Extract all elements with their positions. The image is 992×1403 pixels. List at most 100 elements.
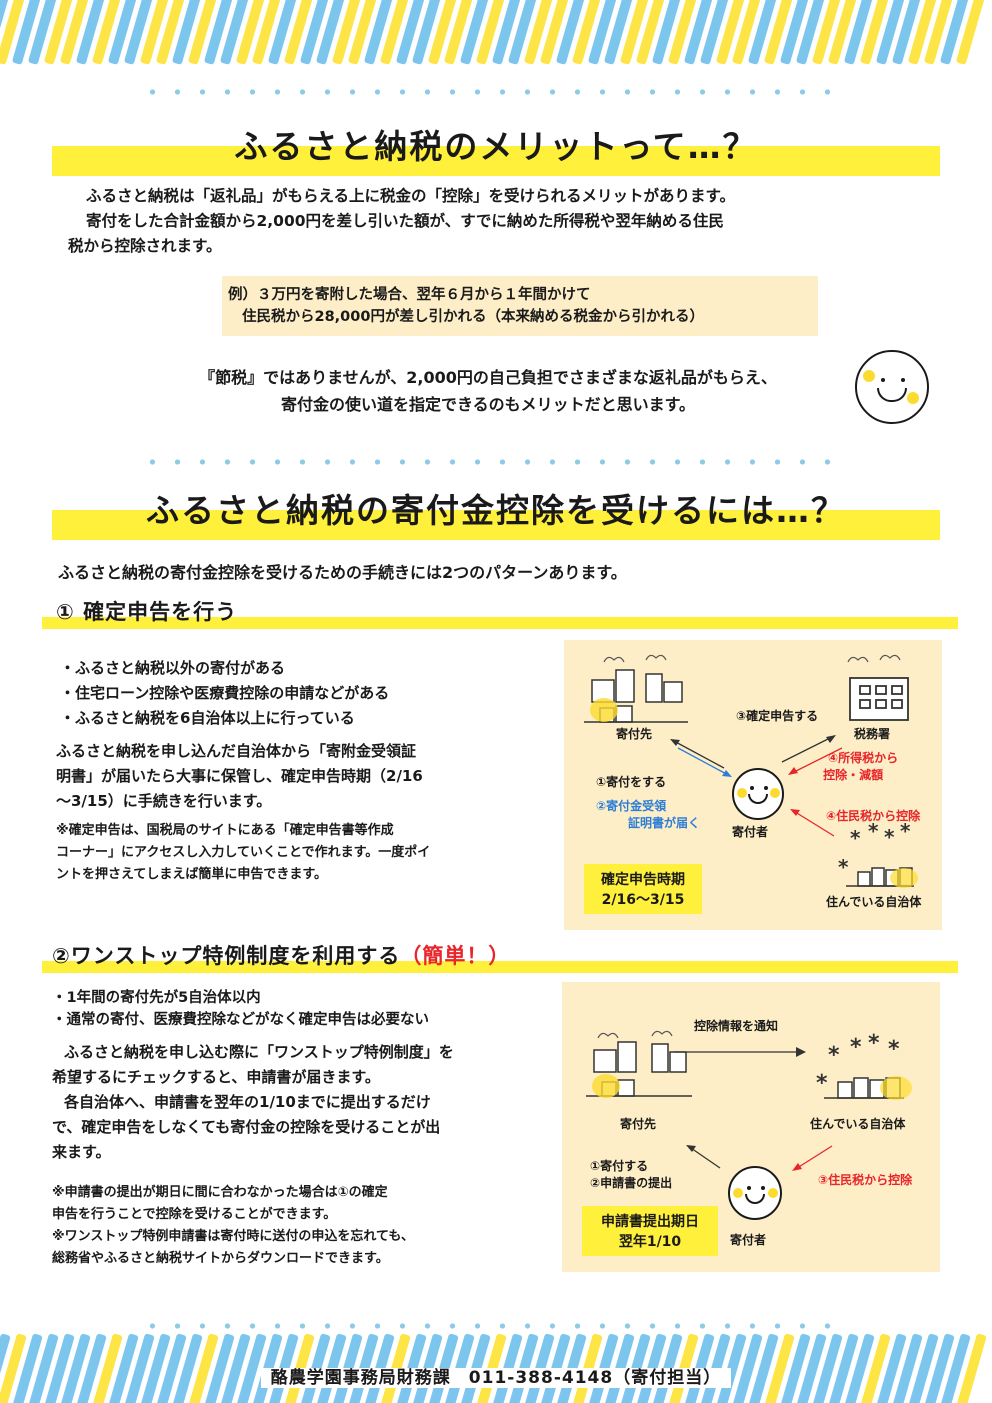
title-highlight [52, 146, 940, 176]
cloud-icon [603, 654, 901, 663]
svg-text:*: * [900, 819, 911, 843]
top-stripe-band [0, 0, 992, 68]
tax-office-label: 税務署 [854, 727, 891, 741]
step2-line: ②寄付金受領 [596, 799, 667, 813]
bullet-item: ・通常の寄付、医療費控除などがなく確定申告は必要ない [52, 1012, 429, 1028]
svg-text:*: * [838, 855, 849, 879]
body-line: 明書」が届いたら大事に保管し、確定申告時期（2/16 [56, 767, 423, 785]
note-line: コーナー」にアクセスし入力していくことで作れます。一度ポイ [56, 845, 431, 860]
pattern2-bullets: ・1年間の寄付先が5自治体以内 ・通常の寄付、医療費控除などがなく確定申告は必要… [52, 987, 429, 1031]
body-line: で、確定申告をしなくても寄付金の控除を受けることが出 [52, 1118, 441, 1136]
pattern2-heading: ②ワンストップ特例制度を利用する（簡単！） [52, 940, 510, 970]
pattern1-note: ※確定申告は、国税局のサイトにある「確定申告書等作成 コーナー」にアクセスし入力… [56, 820, 430, 886]
deadline-label: 申請書提出期日 [601, 1214, 699, 1230]
step2-line: 証明書が届く [628, 816, 701, 830]
body-line: ～3/15）に手続きを行います。 [56, 792, 272, 810]
steps-label: ①寄付する ②申請書の提出 [590, 1158, 672, 1192]
section1-note: 『節税』ではありませんが、2,000円の自己負担でさまざまな返礼品がもらえ、 寄… [128, 364, 848, 418]
step4-label: ④所得税から 控除・減額 [823, 750, 899, 784]
bullet-item: ・住宅ローン控除や医療費控除の申請などがある [60, 684, 390, 702]
smiley-face-icon [855, 350, 929, 424]
body-line: ふるさと納税を申し込む際に「ワンストップ特例制度」を [64, 1043, 454, 1061]
svg-text:*: * [850, 826, 861, 850]
note-line: ントを押さえてしまえば簡単に申告できます。 [56, 867, 328, 882]
svg-text:*: * [884, 825, 895, 849]
note-line: 『節税』ではありませんが、2,000円の自己負担でさまざまな返礼品がもらえ、 [199, 368, 777, 387]
footer-contact: 酪農学園事務局財務課 011-388-4148（寄付担当） [0, 1363, 992, 1388]
donee-label: 寄付先 [620, 1117, 657, 1131]
period-value: 2/16～3/15 [601, 892, 685, 908]
pattern1-bullets: ・ふるさと納税以外の寄付がある ・住宅ローン控除や医療費控除の申請などがある ・… [60, 656, 389, 731]
body-line: 各自治体へ、申請書を翌年の1/10までに提出するだけ [64, 1093, 431, 1111]
step3-label: ③住民税から控除 [818, 1173, 913, 1187]
deadline-value: 翌年1/10 [618, 1234, 682, 1250]
example-box: 例）３万円を寄附した場合、翌年６月から１年間かけて 住民税から28,000円が差… [222, 276, 818, 336]
heading-underline [42, 961, 958, 973]
home-municipality-label: 住んでいる自治体 [826, 895, 922, 909]
step-line: ②申請書の提出 [590, 1176, 673, 1190]
svg-text:*: * [816, 1071, 828, 1096]
sparkle-icon: ***** [838, 819, 911, 879]
cloud-icon [597, 1030, 673, 1039]
bullet-item: ・ふるさと納税以外の寄付がある [60, 659, 286, 677]
section1-title: ふるさと納税のメリットって…？ [234, 127, 758, 166]
intro-line: 寄付をした合計金額から2,000円を差し引いた額が、すでに納めた所得税や翌年納め… [86, 212, 724, 230]
example-line: 例）３万円を寄附した場合、翌年６月から１年間かけて [228, 287, 591, 303]
donor-label: 寄付者 [732, 825, 769, 839]
step1-label: ①寄付をする [596, 775, 667, 789]
section1-intro: ふるさと納税は「返礼品」がもらえる上に税金の「控除」を受けられるメリットがありま… [68, 184, 735, 259]
example-line: 住民税から28,000円が差し引かれる（本来納める税金から引かれる） [242, 309, 704, 325]
dotted-divider [140, 1322, 840, 1330]
donor-smiley-icon [728, 1166, 782, 1220]
step4-line: 控除・減額 [823, 768, 884, 782]
filing-period-badge: 確定申告時期 2/16～3/15 [584, 864, 702, 914]
dotted-divider [140, 88, 840, 96]
sparkle-icon: ***** [816, 1031, 900, 1096]
deadline-badge: 申請書提出期日 翌年1/10 [582, 1206, 718, 1256]
svg-text:*: * [850, 1035, 862, 1060]
diagram-arrows: ***** [584, 654, 918, 888]
note-line: 申告を行うことで控除を受けることができます。 [52, 1207, 337, 1222]
step3-label: ③確定申告する [736, 709, 819, 723]
home-municipality-label: 住んでいる自治体 [810, 1117, 906, 1131]
tax-office-building-icon [849, 677, 909, 721]
pattern1-body: ふるさと納税を申し込んだ自治体から「寄附金受領証 明書」が届いたら大事に保管し、… [56, 739, 423, 814]
footer-text: 酪農学園事務局財務課 011-388-4148（寄付担当） [260, 1368, 732, 1388]
body-line: 希望するにチェックすると、申請書が届きます。 [52, 1068, 380, 1086]
dotted-divider [140, 458, 840, 466]
svg-text:*: * [888, 1037, 900, 1062]
note-line: 総務省やふるさと納税サイトからダウンロードできます。 [52, 1251, 389, 1266]
bullet-item: ・1年間の寄付先が5自治体以内 [52, 990, 261, 1006]
pattern2-note: ※申請書の提出が期日に間に合わなかった場合は①の確定 申告を行うことで控除を受け… [52, 1182, 414, 1270]
note-line: 寄付金の使い道を指定できるのもメリットだと思います。 [280, 395, 696, 414]
note-line: ※ワンストップ特例申請書は寄付時に送付の申込を忘れても、 [52, 1229, 414, 1244]
diagram-arrows: ***** [586, 1030, 912, 1171]
period-label: 確定申告時期 [601, 872, 685, 888]
body-line: 来ます。 [52, 1143, 111, 1161]
pattern1-heading: ① 確定申告を行う [56, 600, 238, 624]
donor-label: 寄付者 [730, 1233, 767, 1247]
pattern1-diagram: ***** 寄付先 税務署 ③確定申告する ④所得税から 控除・減額 ①寄付をす… [564, 640, 942, 930]
pattern2-heading-accent: （簡単！） [400, 944, 511, 968]
pattern2-body: ふるさと納税を申し込む際に「ワンストップ特例制度」を 希望するにチェックすると、… [52, 1040, 454, 1165]
step4b-label: ④住民税から控除 [826, 809, 921, 823]
step2-label: ②寄付金受領 証明書が届く [596, 798, 700, 832]
note-line: ※確定申告は、国税局のサイトにある「確定申告書等作成 [56, 823, 394, 838]
bullet-item: ・ふるさと納税を6自治体以上に行っている [60, 709, 355, 727]
title-highlight [52, 510, 940, 540]
intro-line: 税から控除されます。 [68, 237, 222, 255]
svg-text:*: * [828, 1043, 840, 1068]
section2-title: ふるさと納税の寄付金控除を受けるには…？ [146, 491, 846, 530]
heading-underline [42, 617, 958, 629]
body-line: ふるさと納税を申し込んだ自治体から「寄附金受領証 [56, 742, 417, 760]
intro-line: ふるさと納税は「返礼品」がもらえる上に税金の「控除」を受けられるメリットがありま… [86, 187, 735, 205]
pattern2-heading-text: ②ワンストップ特例制度を利用する [52, 944, 401, 968]
step4-line: ④所得税から [828, 751, 899, 765]
donee-label: 寄付先 [616, 727, 653, 741]
svg-text:*: * [868, 819, 879, 843]
section2-intro: ふるさと納税の寄付金控除を受けるための手続きには2つのパターンあります。 [58, 563, 627, 582]
pattern2-diagram: ***** 控除情報を通知 寄付先 住んでいる自治体 ①寄付する ②申請書の提出… [562, 982, 940, 1272]
step-line: ①寄付する [590, 1159, 649, 1173]
svg-text:*: * [868, 1031, 880, 1056]
donor-smiley-icon [732, 768, 784, 820]
